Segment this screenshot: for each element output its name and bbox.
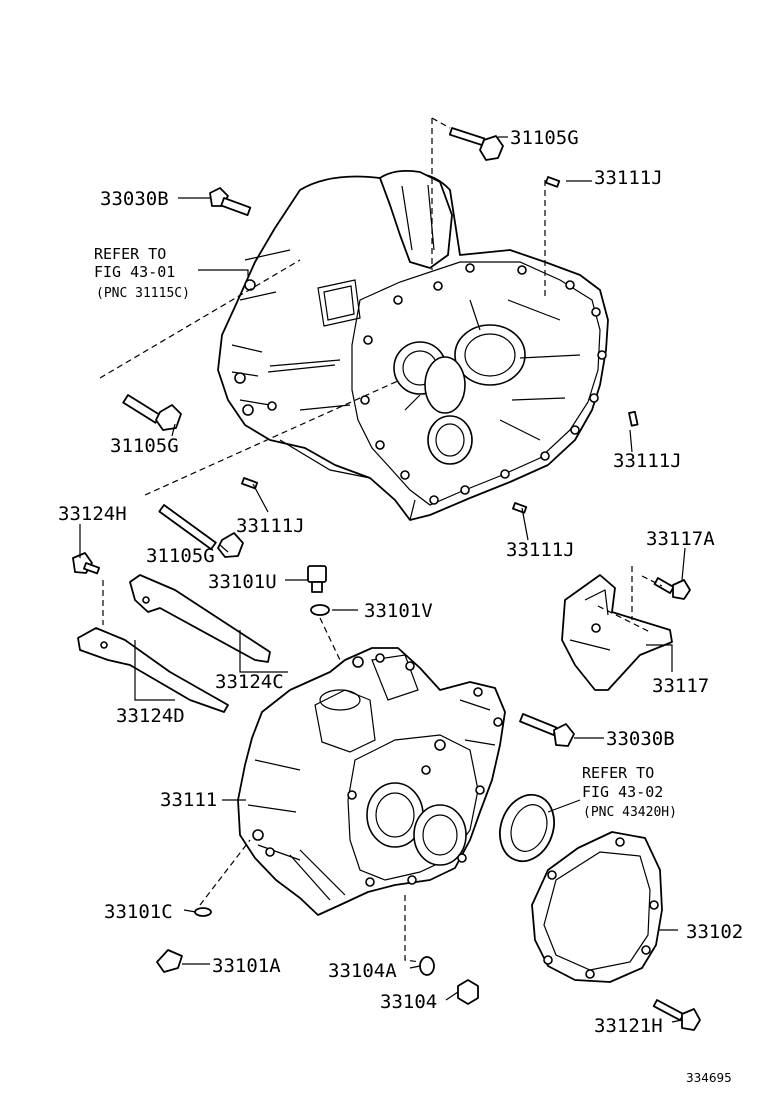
oil-seal[interactable] (491, 787, 563, 869)
bolt-33030B-top[interactable] (209, 187, 252, 216)
gasket-33104A[interactable] (419, 956, 435, 976)
bolt-31105G-top[interactable] (448, 127, 504, 161)
label-33124D: 33124D (116, 705, 185, 727)
diagram-code: 334695 (686, 1071, 732, 1085)
label-33111J-center: 33111J (236, 515, 305, 537)
gasket-33101V[interactable] (310, 604, 330, 616)
pin-33111J-bottom[interactable] (512, 502, 528, 514)
rail-33124C[interactable] (129, 574, 271, 663)
plug-33101U[interactable] (307, 565, 327, 593)
label-33124C: 33124C (215, 671, 284, 693)
case-cover[interactable] (531, 831, 663, 983)
label-33104: 33104 (380, 991, 437, 1013)
refer-2-line1: REFER TO (582, 764, 654, 782)
rail-33124D[interactable] (77, 627, 229, 713)
label-33030B-right: 33030B (606, 728, 675, 750)
refer-2-line3: (PNC 43420H) (583, 805, 677, 820)
label-33111: 33111 (160, 789, 217, 811)
part-labels: 31105G 33111J 33030B 31105G 33111J 33111… (58, 127, 743, 1085)
transmission-case[interactable] (237, 647, 506, 916)
label-33111J-top: 33111J (594, 167, 663, 189)
label-33102: 33102 (686, 921, 743, 943)
refer-1-line2: FIG 43-01 (94, 263, 175, 281)
dashed-alignment-lines (99, 117, 663, 963)
bolt-33117A[interactable] (653, 577, 691, 600)
label-33104A: 33104A (328, 960, 397, 982)
bolt-33124H[interactable] (72, 552, 101, 575)
label-33121H: 33121H (594, 1015, 663, 1037)
label-33124H: 33124H (58, 503, 127, 525)
leader-lines (79, 136, 686, 1023)
refer-1-line3: (PNC 31115C) (96, 286, 190, 301)
bolt-33030B-right[interactable] (519, 713, 575, 747)
bolt-31105G-left[interactable] (122, 394, 182, 431)
label-31105G-left: 31105G (110, 435, 179, 457)
transaxle-housing-upper[interactable] (217, 169, 609, 521)
label-31105G-top: 31105G (510, 127, 579, 149)
label-33117: 33117 (652, 675, 709, 697)
pin-33111J-right[interactable] (628, 410, 639, 427)
gasket-33101C[interactable] (194, 907, 212, 917)
label-33101A: 33101A (212, 955, 281, 977)
refer-1-line1: REFER TO (94, 245, 166, 263)
label-31105G-mid: 31105G (146, 545, 215, 567)
bolt-31105G-mid[interactable] (158, 504, 244, 558)
pin-33111J-top[interactable] (545, 176, 561, 188)
label-33111J-right: 33111J (613, 450, 682, 472)
label-33101U: 33101U (208, 571, 277, 593)
refer-2-line2: FIG 43-02 (582, 783, 663, 801)
label-33111J-bottom: 33111J (506, 539, 575, 561)
label-33117A: 33117A (646, 528, 715, 550)
label-33030B-top: 33030B (100, 188, 169, 210)
bolt-33121H[interactable] (652, 999, 701, 1031)
plug-33104[interactable] (457, 979, 479, 1005)
plug-33101A[interactable] (156, 949, 183, 973)
label-33101V: 33101V (364, 600, 433, 622)
label-33101C: 33101C (104, 901, 173, 923)
bracket-33117[interactable] (561, 574, 673, 691)
